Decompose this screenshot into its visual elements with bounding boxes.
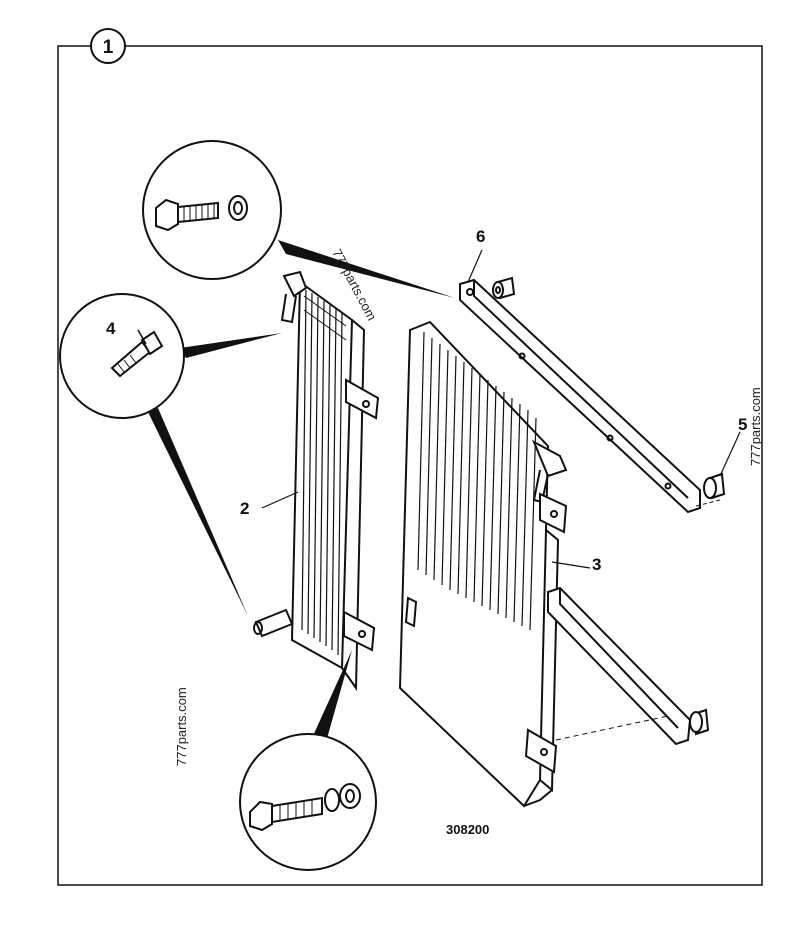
diagram-frame bbox=[57, 45, 763, 886]
callout-4: 4 bbox=[106, 319, 116, 338]
cooler-right bbox=[398, 320, 568, 808]
callout-6: 6 bbox=[476, 227, 485, 246]
mounting-bracket-upper bbox=[459, 276, 701, 514]
drawing-number: 308200 bbox=[446, 822, 489, 837]
callout-5: 5 bbox=[738, 415, 747, 434]
watermark-right: 777parts.com bbox=[748, 387, 763, 466]
figure-number-badge: 1 bbox=[90, 28, 126, 64]
callout-3: 3 bbox=[592, 555, 601, 574]
detail-fitting-4 bbox=[59, 293, 185, 419]
detail-leaders bbox=[148, 240, 455, 742]
watermark-left: 777parts.com bbox=[174, 687, 189, 766]
cooler-left bbox=[253, 270, 380, 692]
mounting-bracket-lower bbox=[547, 586, 710, 746]
detail-bolt-washers-bottom bbox=[239, 733, 377, 871]
callout-leaders bbox=[261, 249, 741, 569]
detail-bolt-washer-top bbox=[142, 140, 282, 280]
figure-number: 1 bbox=[103, 37, 114, 58]
callout-2: 2 bbox=[240, 499, 249, 518]
spacer-5 bbox=[695, 472, 726, 507]
